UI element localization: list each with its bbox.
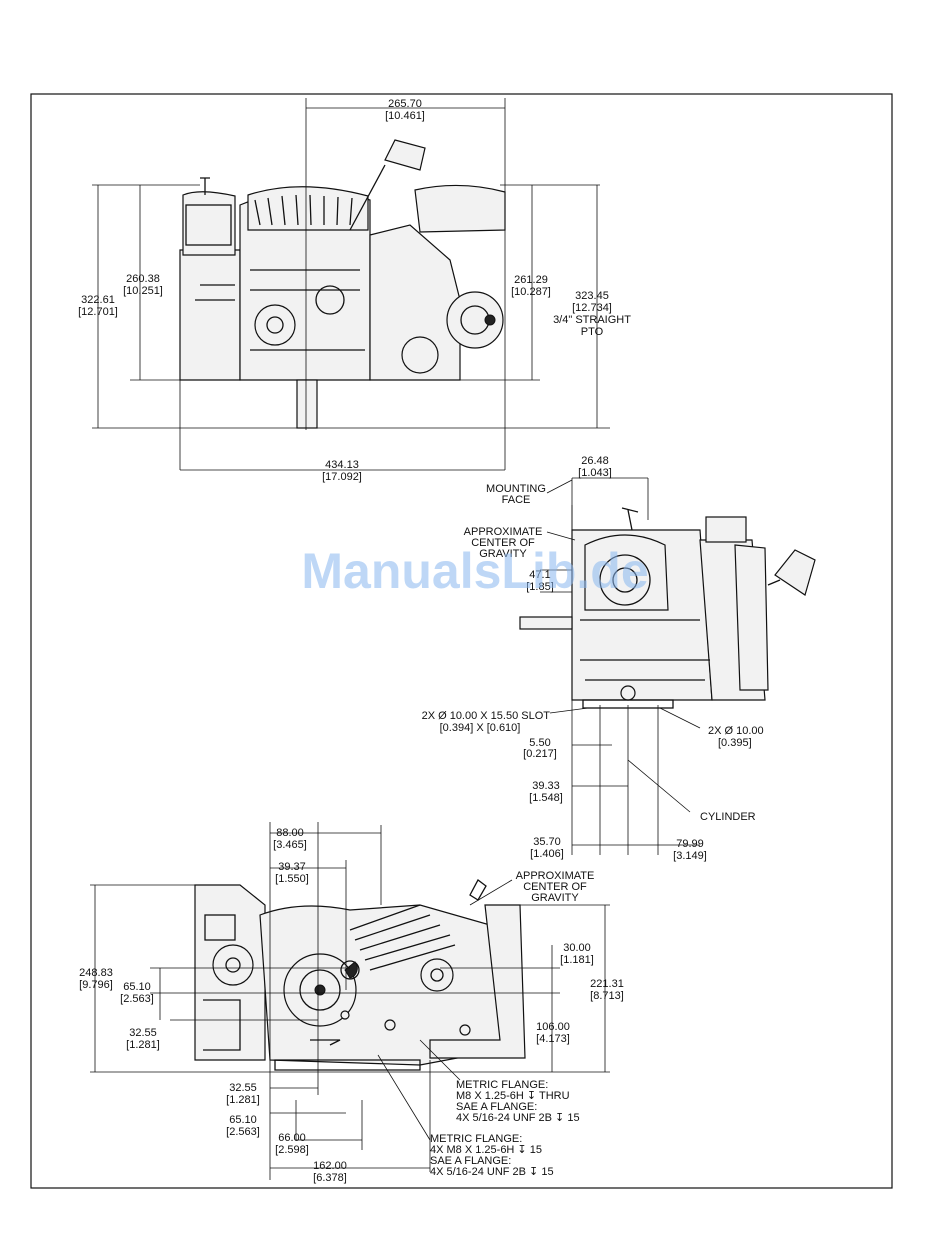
dim-65-mm: 65.10 (123, 981, 151, 993)
dim-35-mm: 35.70 (533, 836, 561, 848)
flange2-line-4: 4X 5/16-24 UNF 2B ↧ 15 (430, 1166, 554, 1178)
front-cg-2: CENTER OF (523, 881, 587, 893)
top-view-dimensions: 265.70 [10.461] 260.38 [10.251] 322.61 [… (78, 98, 631, 483)
side-cg-1: APPROXIMATE (464, 526, 543, 538)
side-view-dimensions: 26.48 [1.043] MOUNTING FACE APPROXIMATE … (422, 455, 764, 862)
dim-39-in: [1.548] (529, 792, 563, 804)
dim-261-mm: 261.29 (514, 274, 548, 286)
flange2-line-1: METRIC FLANGE: (430, 1133, 522, 1145)
hole-label-1: 2X Ø 10.00 (708, 725, 764, 737)
top-view-engine (179, 139, 506, 429)
dim-221-in: [8.713] (590, 990, 624, 1002)
side-cg-3: GRAVITY (479, 548, 527, 560)
side-view-engine (519, 507, 816, 709)
dim-26-mm: 26.48 (581, 455, 609, 467)
dim-65b-in: [2.563] (226, 1126, 260, 1138)
side-cg-2: CENTER OF (471, 537, 535, 549)
dim-32-in: [1.281] (126, 1039, 160, 1051)
front-view-dimensions: 88.00 [3.465] 39.37 [1.550] APPROXIMATE … (79, 822, 624, 1184)
dim-265-mm: 265.70 (388, 98, 422, 110)
dim-260-in: [10.251] (123, 285, 163, 297)
dim-221-mm: 221.31 (590, 978, 624, 990)
dim-323-in: [12.734] (572, 302, 612, 314)
slot-label-1: 2X Ø 10.00 X 15.50 SLOT (422, 710, 551, 722)
dim-88-in: [3.465] (273, 839, 307, 851)
dim-88-mm: 88.00 (276, 827, 304, 839)
slot-label-2: [0.394] X [0.610] (440, 722, 521, 734)
dim-32-mm: 32.55 (129, 1027, 157, 1039)
side-view: 26.48 [1.043] MOUNTING FACE APPROXIMATE … (422, 455, 816, 862)
cylinder-label: CYLINDER (700, 811, 756, 823)
dim-162-mm: 162.00 (313, 1160, 347, 1172)
dim-323-mm: 323.45 (575, 290, 609, 302)
flange1-line-4: 4X 5/16-24 UNF 2B ↧ 15 (456, 1112, 580, 1124)
dim-434-mm: 434.13 (325, 459, 359, 471)
front-cg-1: APPROXIMATE (516, 870, 595, 882)
dim-30-mm: 30.00 (563, 942, 591, 954)
dim-248-in: [9.796] (79, 979, 113, 991)
dim-261-in: [10.287] (511, 286, 551, 298)
front-view: 88.00 [3.465] 39.37 [1.550] APPROXIMATE … (79, 822, 624, 1184)
dim-39b-in: [1.550] (275, 873, 309, 885)
dim-47-mm: 47.1 (529, 569, 550, 581)
dim-39b-mm: 39.37 (278, 861, 306, 873)
dim-66-in: [2.598] (275, 1144, 309, 1156)
dim-5-in: [0.217] (523, 748, 557, 760)
dim-32b-in: [1.281] (226, 1094, 260, 1106)
flange1-line-1: METRIC FLANGE: (456, 1079, 548, 1091)
pto-label-2: PTO (581, 326, 604, 338)
dim-66-mm: 66.00 (278, 1132, 306, 1144)
dim-248-mm: 248.83 (79, 967, 113, 979)
dim-434-in: [17.092] (322, 471, 362, 483)
dim-106-mm: 106.00 (536, 1021, 570, 1033)
dim-47-in: [1.85] (526, 581, 554, 593)
dim-79-in: [3.149] (673, 850, 707, 862)
dim-260-mm: 260.38 (126, 273, 160, 285)
dim-30-in: [1.181] (560, 954, 594, 966)
dim-106-in: [4.173] (536, 1033, 570, 1045)
dim-32b-mm: 32.55 (229, 1082, 257, 1094)
watermark-text: ManualsLib.de (301, 543, 648, 599)
flange1-line-2: M8 X 1.25-6H ↧ THRU (456, 1090, 570, 1102)
flange1-line-3: SAE A FLANGE: (456, 1101, 537, 1113)
flange2-line-3: SAE A FLANGE: (430, 1155, 511, 1167)
hole-label-2: [0.395] (718, 737, 752, 749)
drawing-frame (30, 93, 893, 1189)
mounting-face-2: FACE (502, 494, 531, 506)
front-view-engine (194, 879, 526, 1071)
mounting-face-1: MOUNTING (486, 483, 546, 495)
dim-26-in: [1.043] (578, 467, 612, 479)
dim-322-in: [12.701] (78, 306, 118, 318)
top-view: 265.70 [10.461] 260.38 [10.251] 322.61 [… (78, 98, 631, 483)
dim-322-mm: 322.61 (81, 294, 115, 306)
dim-5-mm: 5.50 (529, 737, 550, 749)
dim-35-in: [1.406] (530, 848, 564, 860)
dim-65b-mm: 65.10 (229, 1114, 257, 1126)
front-cg-3: GRAVITY (531, 892, 579, 904)
dim-265-in: [10.461] (385, 110, 425, 122)
flange2-line-2: 4X M8 X 1.25-6H ↧ 15 (430, 1144, 542, 1156)
dim-162-in: [6.378] (313, 1172, 347, 1184)
dim-39-mm: 39.33 (532, 780, 560, 792)
dim-65-in: [2.563] (120, 993, 154, 1005)
pto-label-1: 3/4" STRAIGHT (553, 314, 631, 326)
dim-79-mm: 79.99 (676, 838, 704, 850)
